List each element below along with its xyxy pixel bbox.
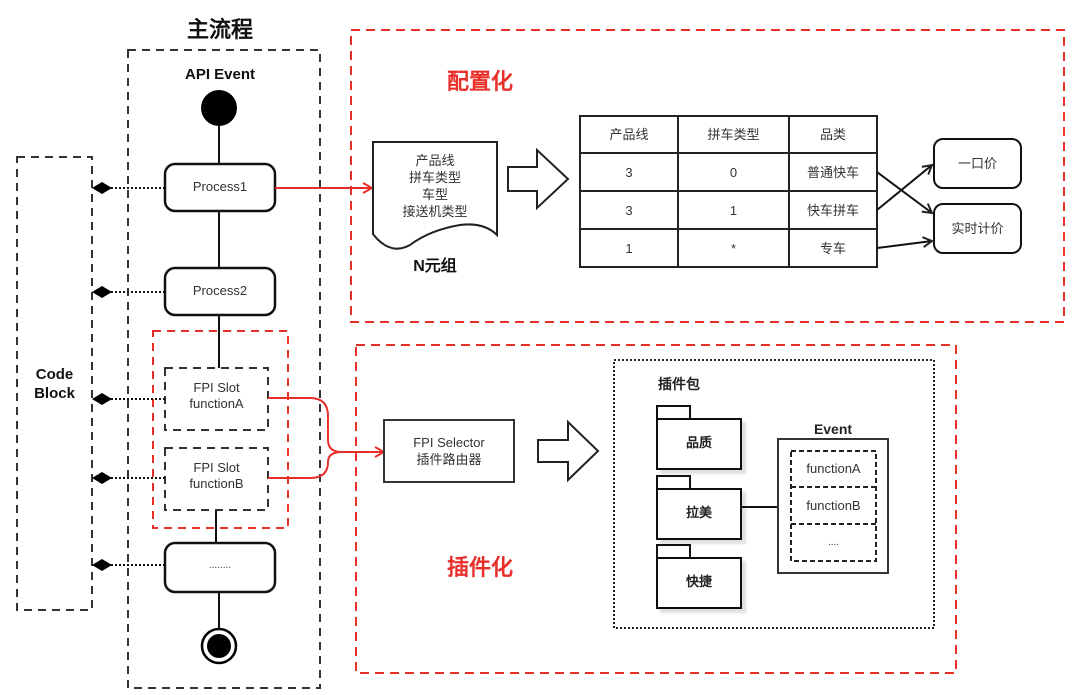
package-item: 拉美	[685, 505, 712, 520]
diamond-icon	[92, 286, 112, 298]
pricing-fixed-box[interactable]	[933, 138, 1022, 189]
tuple-line-4: 接送机类型	[402, 204, 468, 219]
event-function: functionA	[806, 461, 861, 476]
block-arrow-icon	[507, 147, 570, 211]
process2-label: Process2	[192, 283, 248, 298]
tuple-line-3: 车型	[421, 187, 448, 202]
diamond-icon	[92, 472, 112, 484]
config-section-title: 配置化	[446, 69, 513, 94]
event-functions-grid	[790, 450, 877, 562]
diamond-icon	[92, 559, 112, 571]
event-title: Event	[813, 421, 853, 437]
diamond-icon	[92, 393, 112, 405]
table-cell: 1	[625, 241, 633, 256]
diamond-icon	[92, 182, 112, 194]
mapping-arrow	[876, 165, 932, 211]
fpi-slot-b-label: FPI Slot functionB	[189, 460, 244, 492]
main-flow-container	[127, 49, 321, 689]
pricing-realtime-label: 实时计价	[951, 221, 1004, 236]
main-flow-title: 主流程	[186, 17, 253, 42]
pricing-realtime-box[interactable]	[933, 203, 1022, 254]
ellipsis-label: ........	[208, 560, 232, 571]
table-cell: 3	[625, 203, 633, 218]
api-event-label: API Event	[184, 66, 256, 83]
event-function: functionB	[806, 498, 861, 513]
process1-label: Process1	[192, 179, 248, 194]
start-node-icon	[201, 90, 237, 126]
package-folders	[656, 405, 742, 609]
plugin-package-title: 插件包	[658, 376, 700, 392]
tuple-line-1: 产品线	[415, 153, 455, 168]
plugin-package-box	[613, 359, 935, 629]
pricing-fixed-label: 一口价	[957, 156, 997, 171]
tuple-line-2: 拼车类型	[408, 170, 461, 185]
slot-b-link	[268, 451, 343, 479]
package-item: 品质	[685, 435, 712, 450]
mapping-arrow	[876, 241, 932, 249]
table-cell: 3	[625, 165, 633, 180]
code-block-label: Code Block	[34, 366, 75, 402]
event-box	[777, 438, 889, 574]
selector-line-1: FPI Selector	[413, 435, 485, 450]
tuple-caption: N元组	[413, 258, 457, 275]
end-node-inner	[207, 634, 231, 658]
slot-a-link	[268, 397, 384, 452]
table-header: 产品线	[609, 127, 649, 142]
plugin-section-title: 插件化	[446, 555, 513, 580]
mapping-arrow	[876, 171, 932, 213]
table-cell: 0	[729, 165, 738, 180]
fpi-selector-box[interactable]	[383, 419, 515, 483]
plugin-section-box	[355, 344, 957, 674]
table-cell: *	[730, 241, 737, 256]
table-cell: 专车	[819, 241, 846, 256]
table-header: 品类	[819, 127, 846, 142]
config-table-grid	[579, 115, 878, 268]
table-cell: 普通快车	[806, 165, 859, 180]
selector-line-2: 插件路由器	[416, 452, 482, 467]
table-cell: 快车拼车	[806, 203, 859, 218]
fpi-slot-group-box	[152, 330, 289, 529]
code-block-container	[16, 156, 93, 611]
fpi-slot-a-label: FPI Slot functionA	[189, 380, 244, 412]
table-header: 拼车类型	[707, 127, 760, 142]
tuple-document	[372, 141, 498, 250]
table-cell: 1	[729, 203, 738, 218]
ellipsis-node[interactable]	[163, 541, 277, 594]
event-function: ....	[827, 537, 840, 548]
package-item: 快捷	[685, 574, 712, 589]
code-block-connectors	[92, 182, 165, 571]
config-section-box	[350, 29, 1065, 323]
block-arrow-icon	[537, 419, 600, 483]
